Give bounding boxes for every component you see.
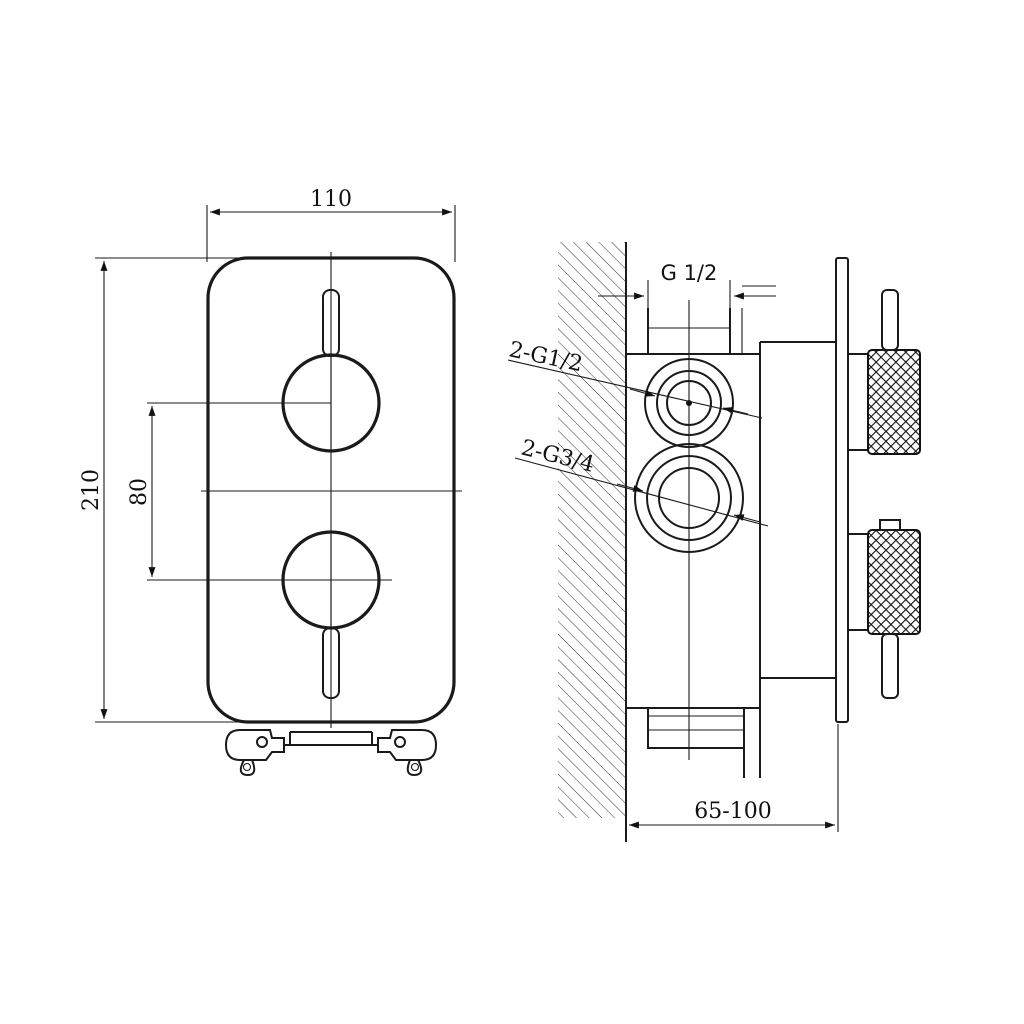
height-dimension: 210: [79, 257, 262, 723]
lower-handle: [280, 530, 392, 699]
wall-section: [558, 242, 626, 818]
outlet-dimension: G 1/2: [598, 261, 776, 310]
valve-body: [626, 300, 836, 778]
upper-knob: [847, 289, 921, 455]
side-cover-plate: [835, 257, 849, 723]
upper-handle: [280, 289, 381, 453]
depth-dimension: 65-100: [629, 724, 839, 832]
height-label: 210: [79, 469, 104, 511]
inlet-small: [644, 358, 734, 448]
width-label: 110: [310, 187, 352, 212]
depth-label: 65-100: [694, 799, 771, 824]
side-view: 2-G1/2 2-G3/4 G 1/2: [507, 242, 921, 842]
spacing-label: 80: [127, 478, 152, 506]
front-view: 110 210 80: [79, 187, 462, 777]
mounting-bracket: [224, 729, 438, 777]
lower-knob: [847, 519, 921, 699]
outlet-label: G 1/2: [661, 261, 718, 285]
width-dimension: 110: [206, 187, 456, 262]
spacing-dimension: 80: [127, 402, 330, 581]
inlet-large: [634, 443, 744, 553]
